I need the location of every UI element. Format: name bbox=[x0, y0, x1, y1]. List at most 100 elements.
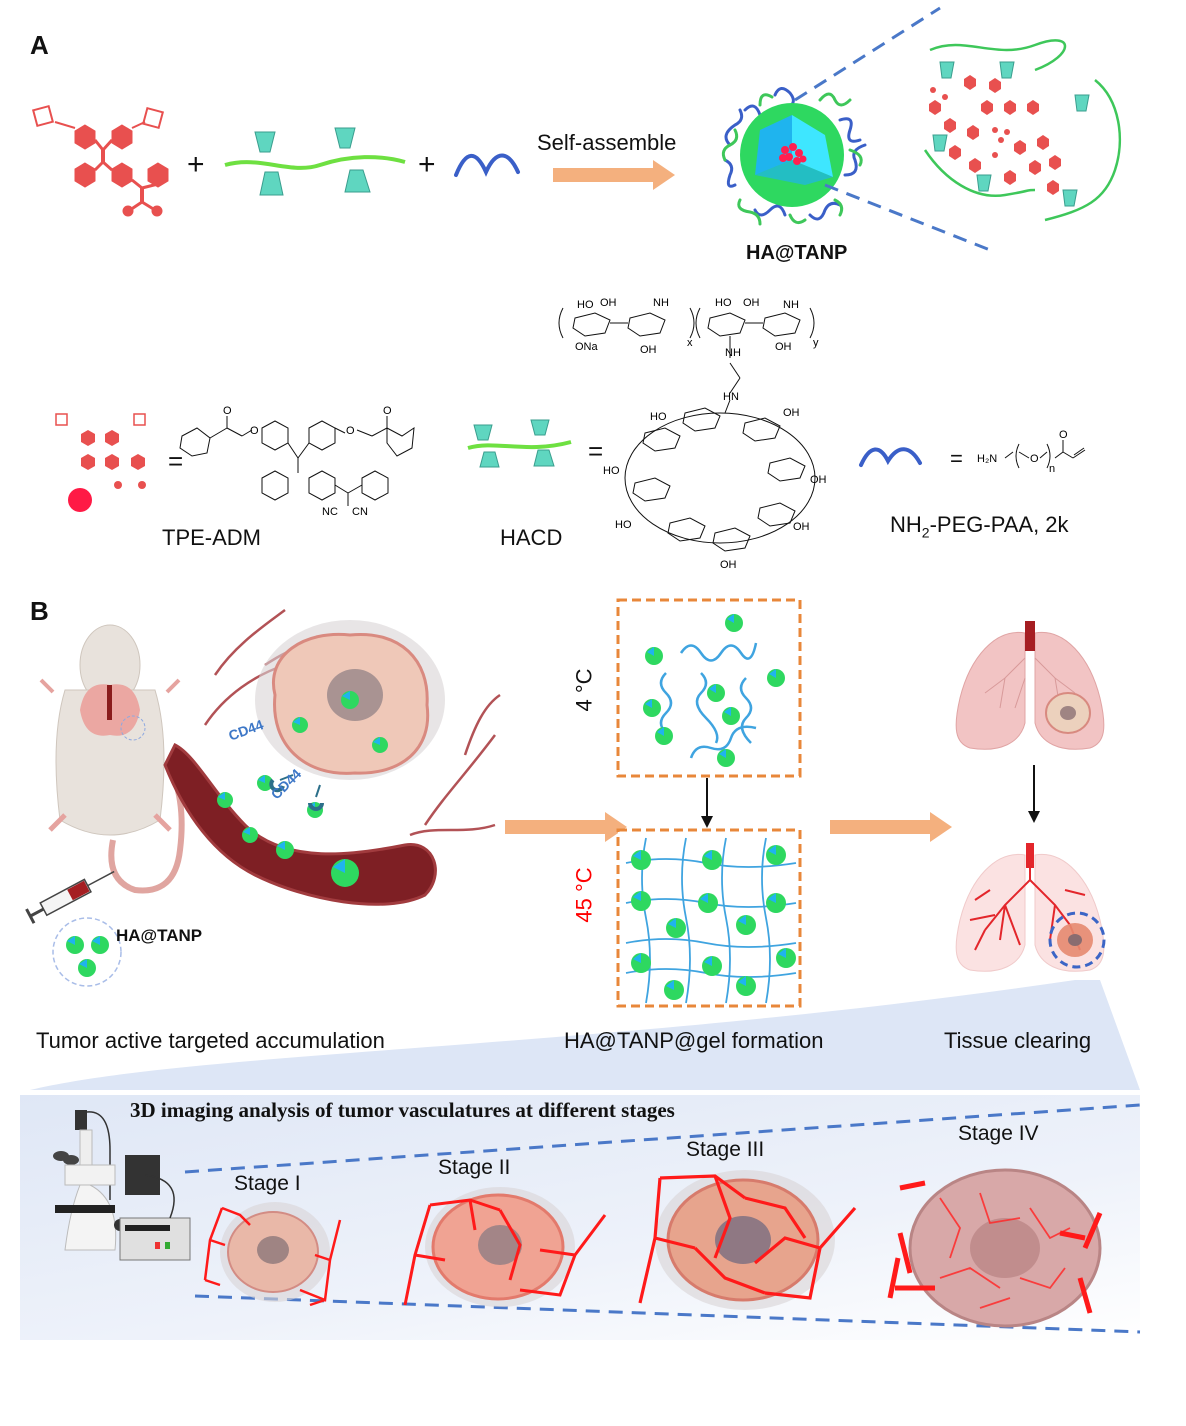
tpe-adm-cartoon bbox=[31, 104, 169, 217]
chem-label: HN bbox=[723, 391, 739, 403]
severed-vessel bbox=[887, 1257, 935, 1299]
chem-group-cn: CN bbox=[352, 506, 368, 518]
tpe-adm-structure: O O O O NC CN bbox=[179, 405, 415, 518]
cyclodextrin-cup bbox=[344, 169, 371, 193]
temp-hot-label: 45 °C bbox=[572, 867, 597, 923]
plus-sign: + bbox=[418, 148, 436, 181]
chem-label: HO bbox=[715, 297, 732, 309]
tpe-adm-label: TPE-ADM bbox=[162, 525, 261, 550]
peg-label-rest: -PEG-PAA, 2k bbox=[929, 512, 1069, 537]
peg-structure: H₂N O n O bbox=[977, 429, 1086, 475]
equals-sign: = bbox=[950, 446, 963, 471]
stage-1-tumor bbox=[203, 1202, 342, 1307]
injection-label: HA@TANP bbox=[116, 926, 203, 945]
tpe-adm-legend-cartoon bbox=[55, 413, 146, 512]
phenyl-ring bbox=[111, 162, 133, 188]
chem-atom-o: O bbox=[346, 425, 355, 437]
chem-o: O bbox=[1030, 453, 1039, 465]
chem-carbonyl-o: O bbox=[1059, 429, 1068, 441]
chem-label: NH bbox=[653, 297, 669, 309]
chem-label: HO bbox=[650, 411, 667, 423]
zoom-fan bbox=[30, 980, 1140, 1090]
stage-3-label: Stage III bbox=[686, 1138, 765, 1161]
cyclodextrin-cup bbox=[999, 61, 1015, 79]
nanoparticle-group bbox=[52, 917, 122, 987]
cyclodextrin-cup bbox=[976, 174, 992, 192]
hacd-structure: HO OH NH ONa OH x y NH HN NH OH HO OH HO… bbox=[558, 297, 827, 571]
tpe-nanodot-icon bbox=[68, 488, 92, 512]
hacd-cartoon bbox=[224, 127, 406, 196]
cyclodextrin-cup bbox=[1062, 189, 1078, 207]
blood-vessel bbox=[163, 742, 437, 906]
severed-vessel bbox=[1077, 1277, 1093, 1314]
phenyl-ring bbox=[74, 124, 96, 150]
peg-label-main: NH bbox=[890, 512, 922, 537]
chem-label: y bbox=[813, 337, 819, 349]
chem-label: OH bbox=[810, 474, 827, 486]
chem-label: OH bbox=[783, 407, 800, 419]
chem-label: OH bbox=[743, 297, 760, 309]
cd44-receptor bbox=[308, 802, 324, 811]
lung-with-tumor bbox=[955, 621, 1105, 750]
ha-tanp-nanoparticle bbox=[721, 87, 867, 226]
mouse-tail bbox=[108, 779, 185, 894]
cyclodextrin-cup bbox=[334, 127, 356, 149]
imaging-title: 3D imaging analysis of tumor vasculature… bbox=[130, 1098, 675, 1122]
caption-targeted-accumulation: Tumor active targeted accumulation bbox=[36, 1028, 385, 1053]
stage-3-tumor bbox=[638, 1170, 857, 1310]
peg-label-subscript: 2 bbox=[921, 524, 930, 541]
ha-chain bbox=[224, 155, 406, 170]
chem-atom-o: O bbox=[223, 405, 232, 417]
stage-2-label: Stage II bbox=[438, 1156, 511, 1179]
chem-label: NH bbox=[725, 347, 741, 359]
adamantane-cage bbox=[141, 106, 165, 130]
chem-n: n bbox=[1049, 463, 1055, 475]
chem-label: x bbox=[687, 337, 693, 349]
chem-h2n: H₂N bbox=[977, 453, 997, 465]
stage-2-tumor bbox=[403, 1187, 607, 1307]
panel-b-label: B bbox=[30, 596, 49, 626]
plus-sign: + bbox=[187, 148, 205, 181]
hacd-label: HACD bbox=[500, 525, 563, 550]
process-arrow-down bbox=[1028, 765, 1040, 823]
equals-sign: = bbox=[588, 436, 604, 466]
self-assemble-label: Self-assemble bbox=[537, 130, 677, 155]
flow-arrow-2 bbox=[830, 812, 952, 842]
ha-tanp-label: HA@TANP bbox=[746, 242, 848, 264]
chem-label: HO bbox=[603, 465, 620, 477]
gel-transition-diagram bbox=[616, 598, 802, 1008]
cyclodextrin-cup bbox=[939, 61, 955, 79]
chem-atom-o: O bbox=[383, 405, 392, 417]
chem-label: OH bbox=[600, 297, 617, 309]
panel-a-label: A bbox=[30, 30, 49, 60]
chem-label: NH bbox=[783, 299, 799, 311]
cd44-receptor bbox=[269, 778, 285, 793]
caption-gel-formation: HA@TANP@gel formation bbox=[564, 1028, 824, 1053]
phenyl-ring bbox=[147, 162, 169, 188]
caption-tissue-clearing: Tissue clearing bbox=[944, 1028, 1092, 1053]
stage-4-label: Stage IV bbox=[958, 1122, 1039, 1145]
cyclodextrin-cup bbox=[932, 134, 948, 152]
region-of-interest-circle bbox=[1048, 911, 1106, 969]
cleared-lung bbox=[955, 843, 1106, 972]
mouse-illustration bbox=[39, 624, 185, 894]
peg-label: NH2-PEG-PAA, 2k bbox=[890, 512, 1069, 540]
severed-vessel bbox=[1059, 1212, 1103, 1249]
temp-cold-label: 4 °C bbox=[572, 668, 598, 712]
chem-label: OH bbox=[640, 344, 657, 356]
syringe-icon bbox=[25, 870, 115, 924]
temp-hot-wrapper: 45 °C bbox=[570, 860, 600, 930]
nanoparticle-interior-zoom bbox=[923, 39, 1121, 222]
phenyl-ring bbox=[111, 124, 133, 150]
tumor-vessel-illustration bbox=[163, 608, 501, 906]
cyclodextrin-cup bbox=[259, 171, 284, 196]
temp-cold-wrapper: 4 °C bbox=[570, 660, 600, 720]
chem-label: OH bbox=[793, 521, 810, 533]
severed-vessel bbox=[897, 1232, 913, 1274]
flow-arrow-1 bbox=[505, 812, 627, 842]
chem-label: OH bbox=[775, 341, 792, 353]
chem-label: HO bbox=[577, 299, 594, 311]
zoom-callout-lines bbox=[794, 6, 991, 252]
hacd-legend-cartoon bbox=[467, 419, 572, 468]
cyclodextrin-cup bbox=[1074, 94, 1090, 112]
